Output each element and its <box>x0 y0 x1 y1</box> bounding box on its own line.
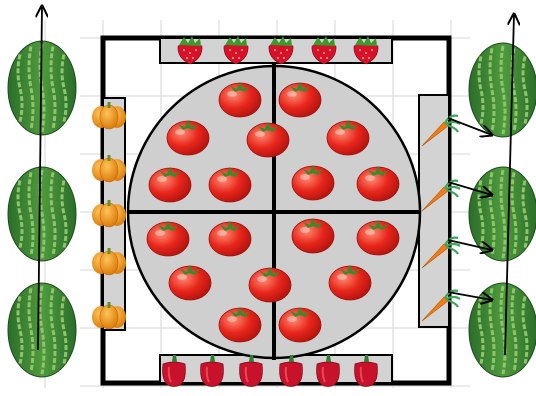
right-bed <box>419 95 449 327</box>
watermelon-icon <box>8 167 76 261</box>
watermelon-icon <box>469 43 536 137</box>
watermelon-icon <box>8 283 76 377</box>
